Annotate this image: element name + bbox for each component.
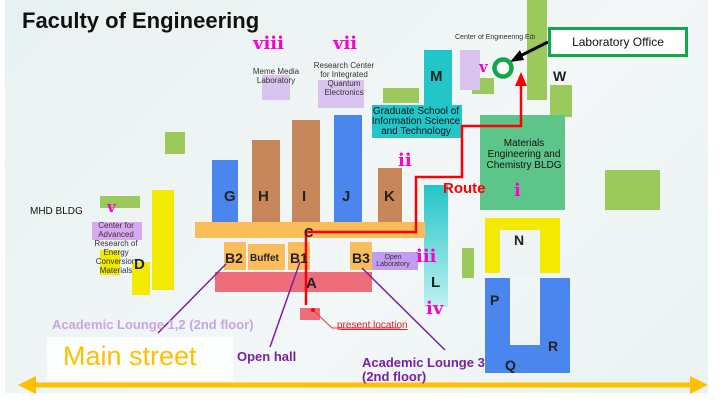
- numeral-iii: iii: [416, 246, 437, 267]
- label-A: A: [306, 275, 317, 292]
- building-D: [132, 262, 150, 295]
- building-green: [462, 248, 474, 278]
- label-meme: Meme Media Laboratory: [252, 67, 300, 85]
- label-I: I: [302, 188, 307, 205]
- building-buffet: [248, 244, 285, 270]
- route-arrowhead: [515, 72, 527, 86]
- building-ceed: [460, 50, 480, 90]
- present-location-building: [300, 308, 320, 320]
- label-C: C: [304, 225, 314, 240]
- label-materials: Materials Engineering and Chemistry BLDG: [486, 138, 562, 171]
- label-N: N: [514, 232, 525, 248]
- building-J: [334, 115, 362, 222]
- building-green: [100, 196, 140, 208]
- numeral-ii: ii: [398, 150, 412, 171]
- building-B2: [224, 242, 246, 270]
- office-marker: [492, 57, 514, 79]
- building-green: [165, 132, 185, 154]
- label-W: W: [553, 68, 567, 84]
- open-hall-leader: [269, 261, 301, 348]
- building-H: [252, 140, 280, 222]
- building-Q: [485, 345, 570, 373]
- label-lounge3: Academic Lounge 3 (2nd floor): [362, 355, 485, 384]
- building-energy: [92, 222, 142, 240]
- label-D: D: [134, 256, 145, 273]
- label-H: H: [258, 188, 269, 205]
- laboratory-office-callout: Laboratory Office: [548, 27, 688, 57]
- building-materials: [480, 115, 565, 210]
- building-K: [378, 168, 402, 222]
- route-line: [304, 84, 523, 305]
- building-green: [383, 88, 419, 103]
- lounge12-leader: [157, 263, 227, 334]
- label-energy-center: Center for Advanced Research of Energy C…: [94, 221, 138, 275]
- page-title: Faculty of Engineering: [22, 8, 260, 33]
- present-location-dot: [311, 308, 315, 312]
- lounge3-leader: [361, 267, 446, 351]
- label-route: Route: [443, 180, 486, 197]
- label-J: J: [342, 188, 351, 205]
- building-green: [527, 0, 547, 100]
- building-green: [550, 85, 572, 117]
- label-G: G: [224, 188, 236, 205]
- numeral-v-ceed: v: [479, 58, 488, 76]
- building-grad-school: [372, 105, 462, 138]
- label-L: L: [431, 274, 441, 291]
- label-grad-school: Graduate School of Information Science a…: [371, 106, 461, 137]
- building-quantum: [318, 80, 364, 108]
- label-M: M: [430, 68, 443, 85]
- label-quantum: Research Center for Integrated Quantum E…: [313, 61, 375, 97]
- building-D: [152, 190, 174, 290]
- building-B1: [288, 242, 310, 270]
- main-street-box: Main street: [47, 337, 233, 381]
- building-open-lab: [372, 252, 418, 270]
- label-mhd: MHD BLDG: [30, 206, 83, 217]
- numeral-i: i: [514, 180, 521, 201]
- label-main-street: Main street: [63, 341, 197, 371]
- label-lounge12: Academic Lounge 1,2 (2nd floor): [52, 317, 254, 332]
- label-open-hall: Open hall: [237, 349, 297, 364]
- label-P: P: [490, 292, 500, 308]
- building-B3: [350, 242, 372, 270]
- building-G: [212, 160, 238, 222]
- label-B1: B1: [290, 250, 308, 266]
- numeral-v: v: [107, 198, 116, 216]
- label-open-lab: Open Laboratory: [376, 254, 410, 268]
- building-M: [424, 50, 452, 112]
- label-B3: B3: [352, 250, 370, 266]
- label-ceed: Center of Engineering Education Developm…: [455, 34, 535, 41]
- building-meme: [262, 75, 290, 100]
- label-Q: Q: [505, 357, 516, 373]
- building-D: [100, 250, 120, 275]
- numeral-vii: vii: [333, 33, 358, 54]
- building-L: [424, 185, 448, 307]
- present-location-leader: [312, 309, 400, 329]
- label-R: R: [548, 338, 559, 354]
- label-buffet: Buffet: [250, 253, 279, 264]
- building-N-court: [500, 230, 540, 275]
- building-C: [195, 222, 425, 238]
- building-green: [605, 170, 660, 210]
- label-B2: B2: [225, 250, 243, 266]
- numeral-viii: viii: [253, 33, 284, 54]
- building-I: [292, 120, 320, 222]
- numeral-iv: iv: [426, 298, 444, 319]
- label-K: K: [384, 188, 395, 205]
- label-present-location: present location: [337, 320, 408, 331]
